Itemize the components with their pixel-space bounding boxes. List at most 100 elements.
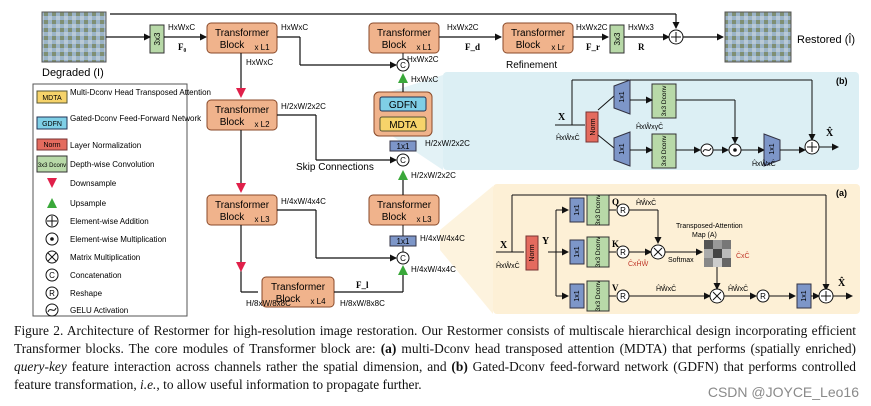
svg-text:x L3: x L3 — [254, 215, 270, 224]
svg-text:x L4: x L4 — [310, 297, 326, 306]
upsample-arrow-1 — [398, 265, 408, 275]
svg-text:Y: Y — [542, 236, 550, 247]
svg-text:MDTA: MDTA — [389, 120, 417, 131]
svg-text:H/4xW/4x4C: H/4xW/4x4C — [420, 234, 465, 243]
svg-text:Upsample: Upsample — [70, 199, 107, 208]
svg-text:3x3 Dconv: 3x3 Dconv — [595, 280, 602, 311]
input-label: Degraded (I) — [42, 67, 104, 79]
svg-text:HxWx2C: HxWx2C — [447, 23, 479, 32]
svg-text:1x1: 1x1 — [397, 142, 410, 151]
svg-text:ĤxŴxĈ: ĤxŴxĈ — [752, 159, 776, 168]
transformer-block-l3-encoder: Transformer Block x L3 — [206, 194, 278, 226]
downsample-arrow-1 — [236, 88, 246, 98]
svg-text:Multi-Dconv Head Transposed At: Multi-Dconv Head Transposed Attention — [70, 88, 211, 97]
svg-text:H/2xW/2x2C: H/2xW/2x2C — [425, 139, 470, 148]
svg-text:X̂: X̂ — [838, 276, 846, 289]
svg-text:3x3 Dconv: 3x3 Dconv — [595, 236, 602, 267]
svg-text:3x3: 3x3 — [153, 32, 162, 45]
svg-text:HxWxC: HxWxC — [281, 23, 308, 32]
conv1x1-level2 — [389, 140, 417, 152]
svg-text:Concatenation: Concatenation — [70, 271, 122, 280]
svg-text:Transformer: Transformer — [511, 28, 566, 39]
svg-text:Map (A): Map (A) — [692, 232, 717, 239]
svg-text:Block: Block — [220, 117, 245, 128]
svg-text:(a): (a) — [836, 188, 847, 198]
architecture-diagram: Degraded (I) Restored (Î) 3x3 HxWxC F₀ T… — [32, 11, 860, 317]
svg-text:ĤxŴxĈ: ĤxŴxĈ — [556, 133, 580, 142]
svg-text:Block: Block — [382, 212, 407, 223]
svg-text:C: C — [400, 61, 406, 70]
svg-text:ĤxŴxγĈ: ĤxŴxγĈ — [636, 122, 663, 131]
transformer-block-l2-encoder: Transformer Block x L2 — [206, 99, 278, 131]
svg-text:C: C — [400, 156, 406, 165]
svg-text:X: X — [500, 240, 508, 251]
transformer-block-l1-decoder: Transformer Block x L1 — [368, 22, 440, 54]
svg-text:Block: Block — [276, 294, 301, 305]
transformer-block-l3-decoder: Transformer Block x L3 — [368, 194, 440, 226]
svg-text:HxWxC: HxWxC — [168, 23, 195, 32]
svg-text:HxWx2C: HxWx2C — [407, 55, 439, 64]
svg-text:Reshape: Reshape — [70, 289, 103, 298]
svg-text:GELU Activation: GELU Activation — [70, 306, 128, 315]
svg-text:ĈxĈ: ĈxĈ — [736, 251, 750, 260]
concat-node-2 — [396, 153, 410, 167]
svg-text:R: R — [620, 292, 626, 301]
svg-text:Element-wise Multiplication: Element-wise Multiplication — [70, 235, 166, 244]
svg-text:1x1: 1x1 — [619, 91, 626, 102]
svg-text:3x3: 3x3 — [613, 32, 622, 45]
svg-text:GDFN: GDFN — [42, 121, 62, 128]
svg-text:C: C — [49, 271, 55, 280]
svg-text:H/4xW/4x4C: H/4xW/4x4C — [411, 265, 456, 274]
figure-caption: Figure 2. Architecture of Restormer for … — [14, 323, 856, 392]
svg-text:Block: Block — [220, 40, 245, 51]
svg-text:Block: Block — [220, 212, 245, 223]
svg-text:F_l: F_l — [356, 280, 369, 290]
svg-text:Downsample: Downsample — [70, 179, 117, 188]
svg-text:R: R — [49, 289, 55, 298]
svg-text:3x3 Dconv: 3x3 Dconv — [595, 194, 602, 225]
degraded-image — [41, 11, 107, 63]
svg-text:1x1: 1x1 — [619, 143, 626, 154]
svg-text:3x3 Dconv: 3x3 Dconv — [661, 85, 668, 116]
attention-map — [704, 240, 731, 267]
svg-text:Transformer: Transformer — [377, 200, 432, 211]
svg-text:ĤŴxĈ: ĤŴxĈ — [636, 198, 656, 207]
output-label: Restored (Î) — [797, 33, 855, 46]
svg-text:ĤŴxĈ: ĤŴxĈ — [656, 284, 676, 293]
svg-text:Matrix Multiplication: Matrix Multiplication — [70, 253, 140, 262]
svg-text:HxWxC: HxWxC — [411, 75, 438, 84]
svg-text:x L2: x L2 — [254, 120, 270, 129]
svg-text:HxWxC: HxWxC — [246, 58, 273, 67]
svg-text:x L1: x L1 — [254, 43, 270, 52]
panel-b-background — [443, 72, 859, 170]
svg-text:Layer Normalization: Layer Normalization — [70, 141, 141, 150]
svg-text:Transformer: Transformer — [215, 105, 270, 116]
svg-text:HxWx2C: HxWx2C — [576, 23, 608, 32]
svg-text:GDFN: GDFN — [389, 100, 417, 111]
svg-text:(b): (b) — [836, 76, 848, 86]
panel-a-zoom-wedge — [440, 186, 493, 314]
downsample-arrow-2 — [236, 183, 246, 193]
svg-text:R: R — [620, 248, 626, 257]
svg-text:X: X — [558, 112, 566, 123]
svg-text:Q: Q — [612, 197, 619, 207]
upsample-arrow-3 — [398, 73, 408, 83]
panel-a-background — [493, 184, 860, 314]
panel-b-gdfn: (b) X ĤxŴxĈ Norm 1x1 1x1 3x3 Dconv 3x3 D… — [555, 76, 848, 169]
svg-text:Transformer: Transformer — [215, 28, 270, 39]
svg-text:Transformer: Transformer — [271, 282, 326, 293]
svg-text:H/2xW/2x2C: H/2xW/2x2C — [281, 102, 326, 111]
skip-connections-label: Skip Connections — [296, 162, 374, 173]
gdfn-module — [379, 96, 427, 112]
svg-text:Norm: Norm — [529, 244, 536, 261]
panel-a-mdta: (a) X ĤxŴxĈ Norm Y 1x1 1x1 1x1 3x3 Dconv… — [496, 188, 853, 312]
svg-text:1x1: 1x1 — [769, 143, 776, 154]
svg-text:3x3 Dconv: 3x3 Dconv — [38, 163, 66, 169]
svg-text:F₀: F₀ — [178, 42, 186, 52]
svg-text:1x1: 1x1 — [801, 290, 808, 301]
svg-text:Block: Block — [516, 40, 541, 51]
svg-text:ĤxŴxĈ: ĤxŴxĈ — [496, 261, 520, 270]
svg-text:3x3 Dconv: 3x3 Dconv — [661, 135, 668, 166]
svg-text:Transformer: Transformer — [215, 200, 270, 211]
svg-text:F_r: F_r — [586, 42, 600, 52]
